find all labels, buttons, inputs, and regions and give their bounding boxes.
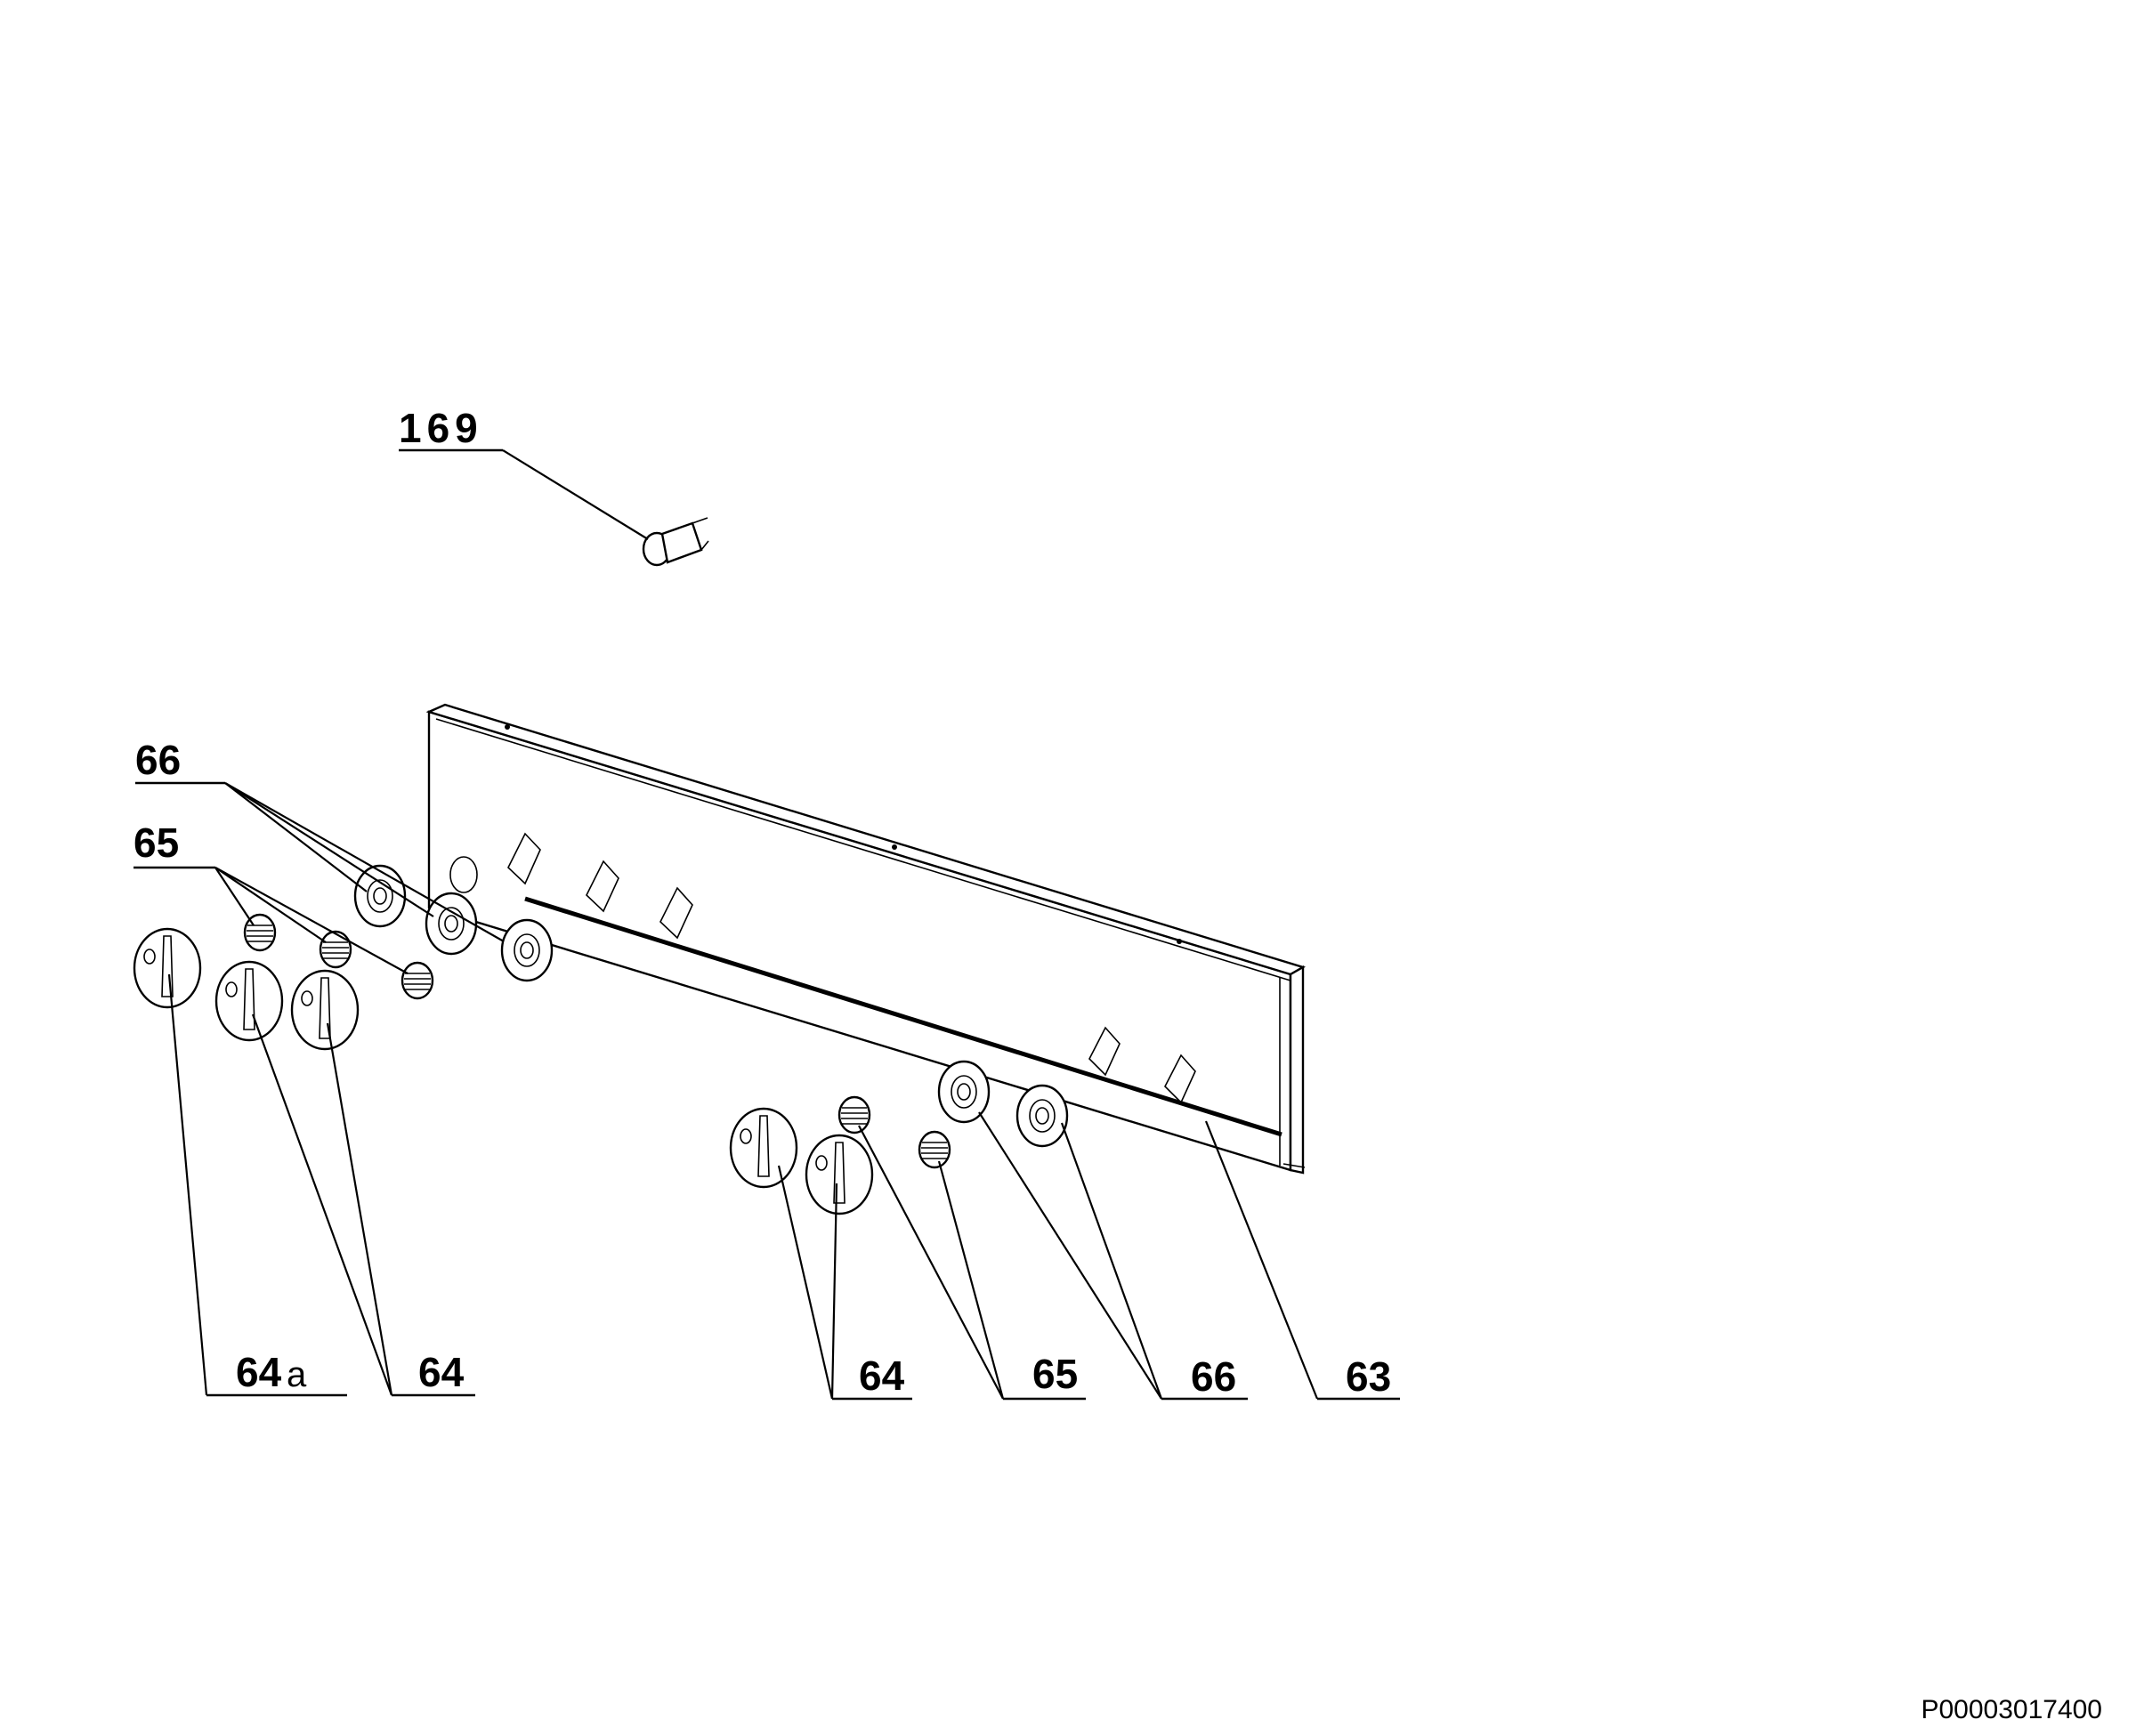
callout-64-right: 64	[859, 1352, 905, 1399]
bezel-ring	[500, 918, 554, 982]
knob-64a	[133, 927, 202, 1009]
spring	[837, 1095, 871, 1134]
callout-66-left: 66	[135, 737, 181, 783]
leader-lines	[134, 448, 1400, 1401]
callout-63: 63	[1346, 1353, 1391, 1400]
indicator-lamp-169	[642, 517, 709, 567]
callout-65-right: 65	[1032, 1351, 1078, 1397]
document-id: P00003017400	[1921, 1695, 2102, 1724]
spring	[400, 961, 434, 1000]
callout-64-left: 64	[418, 1349, 465, 1395]
callout-169: 169	[399, 405, 483, 451]
knob-64	[214, 960, 284, 1042]
callout-66-right: 66	[1191, 1353, 1236, 1400]
control-panel-63	[425, 703, 1307, 1175]
spring	[319, 930, 352, 969]
bezel-ring	[353, 864, 407, 928]
knob-64	[729, 1107, 798, 1189]
knob-64	[805, 1134, 874, 1215]
spring	[918, 1130, 951, 1169]
callout-64a: 64	[236, 1349, 282, 1395]
callout-64a-suffix: a	[287, 1355, 307, 1394]
bezel-ring	[1015, 1084, 1069, 1148]
callout-65-left: 65	[134, 820, 179, 866]
bezel-ring	[425, 892, 478, 956]
knob-64	[290, 969, 360, 1051]
bezel-ring	[937, 1060, 991, 1124]
